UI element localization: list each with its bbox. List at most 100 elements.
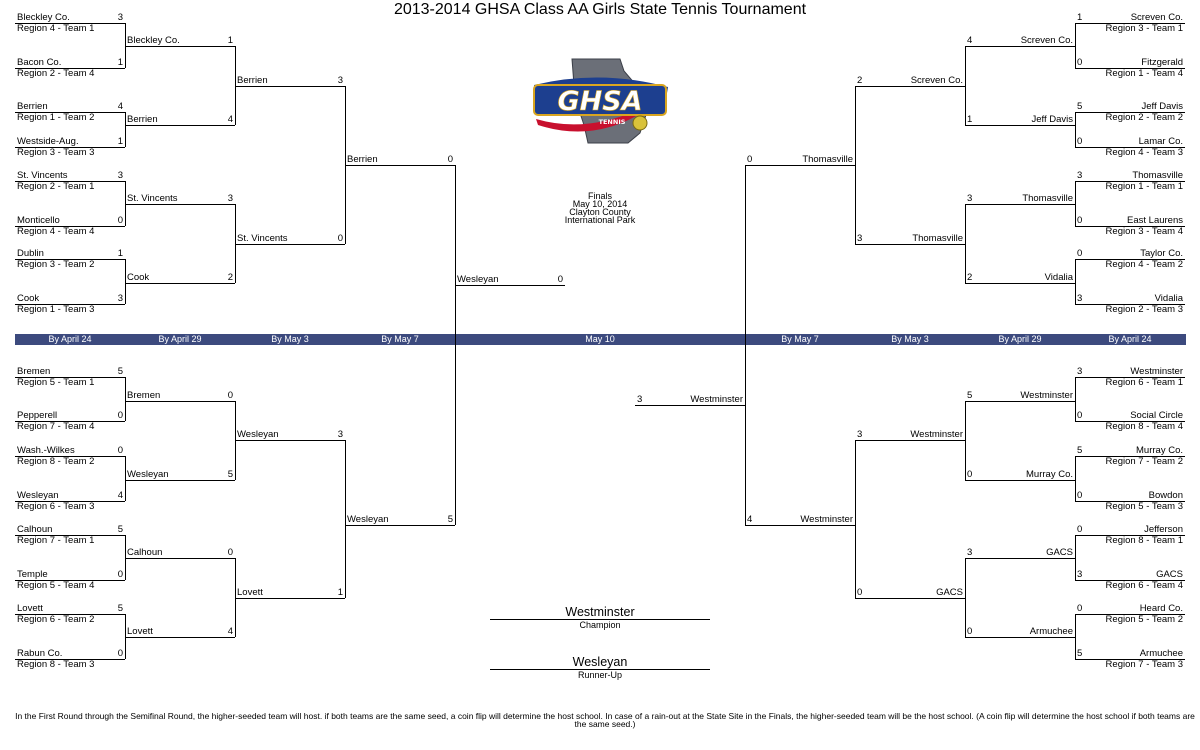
right-r2-line — [965, 125, 1075, 126]
left-r4-score: 5 — [447, 514, 453, 525]
left-r1-line — [15, 68, 125, 69]
left-r2-score: 0 — [227, 390, 233, 401]
left-r1-line — [15, 614, 125, 615]
left-r1-team: Westside-Aug. — [17, 136, 79, 147]
right-r1-score: 5 — [1077, 101, 1083, 112]
left-r1-score: 1 — [117, 248, 123, 259]
left-r3-team: Wesleyan — [237, 429, 279, 440]
runner-up-line — [490, 669, 710, 670]
right-r2-score: 0 — [967, 469, 973, 480]
left-r1-seed: Region 6 - Team 3 — [17, 501, 95, 512]
right-r1-seed: Region 1 - Team 1 — [1105, 181, 1183, 192]
left-r1-seed: Region 2 - Team 1 — [17, 181, 95, 192]
left-r3-line — [235, 598, 345, 599]
left-r1-score: 5 — [117, 603, 123, 614]
left-r1-team: Wesleyan — [17, 490, 59, 501]
left-r1-team: Berrien — [17, 101, 48, 112]
right-r1-connector — [1075, 535, 1076, 580]
date-right-2: By April 29 — [998, 334, 1042, 344]
right-r1-team: Westminster — [1130, 366, 1183, 377]
right-r2-team: GACS — [1046, 547, 1073, 558]
finals-label: Finals — [587, 191, 612, 201]
left-r1-line — [15, 259, 125, 260]
right-r2-line — [965, 204, 1075, 205]
left-r4-score: 0 — [447, 154, 453, 165]
right-r2-connector — [965, 558, 966, 637]
right-r1-seed: Region 4 - Team 3 — [1105, 147, 1183, 158]
left-r2-connector — [235, 558, 236, 637]
right-r1-seed: Region 2 - Team 2 — [1105, 112, 1183, 123]
left-r1-connector — [125, 535, 126, 580]
left-r1-team: Monticello — [17, 215, 60, 226]
left-r2-team: Bremen — [127, 390, 161, 401]
date-left-2: By May 3 — [271, 334, 309, 344]
right-r1-score: 3 — [1077, 366, 1083, 377]
finals-info: Finals May 10, 2014 Clayton County Inter… — [540, 191, 660, 225]
left-r1-score: 3 — [117, 12, 123, 23]
date-right-3: By April 24 — [1108, 334, 1152, 344]
right-r2-team: Murray Co. — [1026, 469, 1073, 480]
runner-up-block: Wesleyan Runner-Up — [490, 656, 710, 680]
right-r2-score: 0 — [967, 626, 973, 637]
champion-label: Champion — [579, 620, 621, 630]
right-r4-score: 0 — [747, 154, 753, 165]
left-r3-line — [235, 440, 345, 441]
right-r1-score: 0 — [1077, 57, 1083, 68]
right-r3-line — [855, 86, 965, 87]
left-r2-line — [125, 558, 235, 559]
right-r1-connector — [1075, 181, 1076, 226]
finals-county: Clayton County — [569, 207, 631, 217]
left-r2-team: St. Vincents — [127, 193, 178, 204]
runner-up-team: Wesleyan — [572, 655, 628, 669]
left-r1-line — [15, 456, 125, 457]
left-r2-line — [125, 125, 235, 126]
right-r3-connector — [855, 86, 856, 244]
left-r1-connector — [125, 23, 126, 68]
left-r1-team: Pepperell — [17, 410, 58, 421]
right-r4-line — [745, 165, 855, 166]
right-r3-team: Thomasville — [912, 233, 963, 244]
right-r2-connector — [965, 46, 966, 125]
left-r1-score: 1 — [117, 57, 123, 68]
right-r2-line — [965, 401, 1075, 402]
left-r2-team: Lovett — [127, 626, 153, 637]
left-r1-score: 0 — [117, 410, 123, 421]
left-r1-line — [15, 659, 125, 660]
right-r1-line — [1075, 147, 1185, 148]
left-r1-seed: Region 4 - Team 4 — [17, 226, 95, 237]
right-r1-score: 0 — [1077, 524, 1083, 535]
left-r1-connector — [125, 259, 126, 304]
right-r1-team: Screven Co. — [1130, 12, 1183, 23]
left-r1-connector — [125, 112, 126, 147]
right-r1-score: 0 — [1077, 490, 1083, 501]
right-r1-connector — [1075, 259, 1076, 304]
logo-wordmark: GHSA — [557, 86, 642, 117]
left-r1-line — [15, 580, 125, 581]
left-r1-seed: Region 8 - Team 3 — [17, 659, 95, 670]
runner-up-label: Runner-Up — [577, 670, 623, 680]
left-r1-line — [15, 421, 125, 422]
right-r1-score: 0 — [1077, 603, 1083, 614]
right-r1-team: Lamar Co. — [1138, 136, 1183, 147]
champion-team: Westminster — [565, 605, 635, 619]
left-r2-score: 3 — [227, 193, 233, 204]
left-r2-team: Cook — [127, 272, 150, 283]
left-r1-seed: Region 5 - Team 4 — [17, 580, 95, 591]
right-r2-team: Armuchee — [1029, 626, 1073, 637]
left-r3-team: Lovett — [237, 587, 263, 598]
left-r1-line — [15, 147, 125, 148]
schedule-band — [15, 334, 1186, 345]
right-r1-line — [1075, 68, 1185, 69]
date-left-1: By April 29 — [158, 334, 202, 344]
left-r1-team: Rabun Co. — [17, 648, 63, 659]
left-r1-team: St. Vincents — [17, 170, 68, 181]
right-r2-score: 4 — [967, 35, 973, 46]
left-r1-seed: Region 7 - Team 4 — [17, 421, 95, 432]
right-r1-line — [1075, 456, 1185, 457]
left-r3-team: St. Vincents — [237, 233, 288, 244]
left-r1-seed: Region 7 - Team 1 — [17, 535, 95, 546]
left-r1-score: 0 — [117, 215, 123, 226]
right-r1-seed: Region 5 - Team 2 — [1105, 614, 1183, 625]
left-r1-connector — [125, 456, 126, 501]
left-r1-seed: Region 6 - Team 2 — [17, 614, 95, 625]
